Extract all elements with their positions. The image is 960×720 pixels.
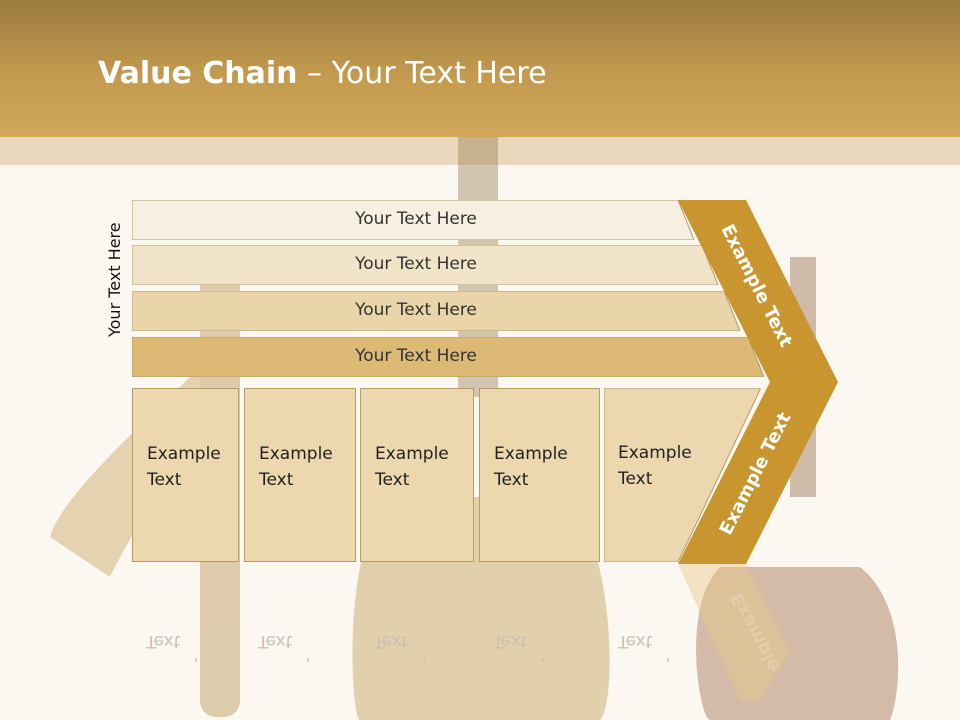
box-line-2: Text — [618, 469, 653, 489]
box-line-1: Example — [147, 444, 221, 464]
header-strip — [0, 137, 960, 165]
box-line-1: Example — [494, 444, 568, 464]
title-strong: Value Chain — [98, 56, 298, 91]
chevron-shape — [678, 200, 838, 564]
box-line-2: Text — [494, 470, 529, 490]
box-line-1: Example — [375, 444, 449, 464]
value-row-4[interactable]: Your Text Here — [132, 337, 764, 377]
row-shape — [132, 291, 740, 331]
value-row-3[interactable]: Your Text Here — [132, 291, 740, 331]
row-shape — [132, 337, 764, 377]
box-line-1: Example — [618, 443, 692, 463]
title-rest: – Your Text Here — [297, 56, 547, 91]
row-label: Your Text Here — [355, 300, 477, 320]
chevron-reflection — [678, 564, 790, 700]
value-row-1[interactable]: Your Text Here — [132, 200, 694, 240]
header-band — [0, 0, 960, 137]
box-line-2: Text — [259, 470, 294, 490]
row-shape — [132, 200, 694, 240]
box-shape — [604, 388, 761, 562]
row-label: Your Text Here — [355, 254, 477, 274]
slide-title[interactable]: Value Chain – Your Text Here — [98, 56, 547, 92]
box-line-2: Text — [147, 470, 182, 490]
row-label: Your Text Here — [355, 346, 477, 366]
box-line-1: Example — [259, 444, 333, 464]
row-label: Your Text Here — [355, 209, 477, 229]
row-shape — [132, 245, 718, 285]
value-row-2[interactable]: Your Text Here — [132, 245, 718, 285]
box-line-2: Text — [375, 470, 410, 490]
